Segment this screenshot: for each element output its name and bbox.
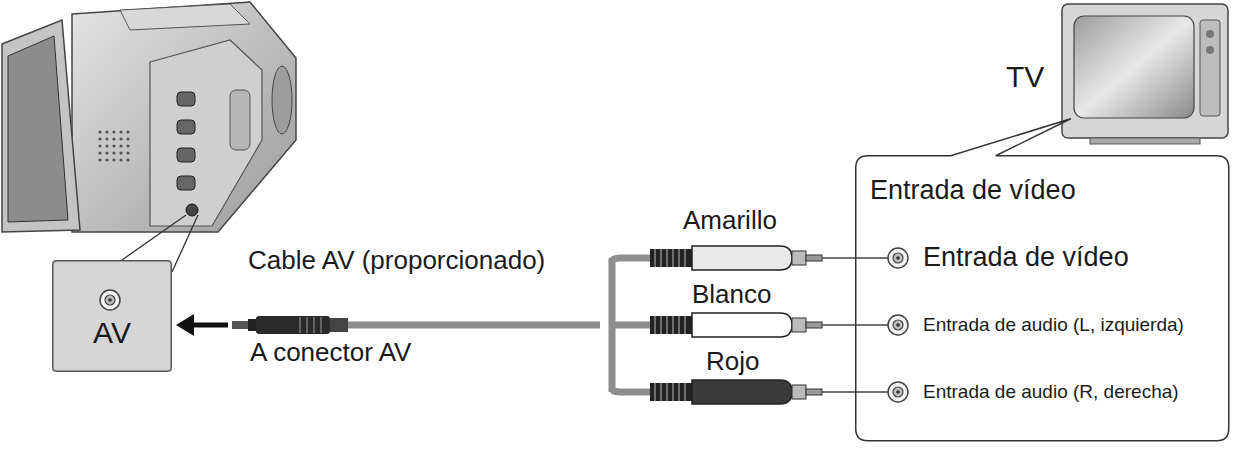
input-name: Entrada de audio (L, izquierda) <box>923 314 1184 336</box>
rca-plug <box>650 380 888 404</box>
jack-symbol <box>100 290 120 310</box>
input-name: Entrada de audio (R, derecha) <box>923 381 1179 403</box>
input-panel: Entrada de vídeoEntrada de vídeoEntrada … <box>855 155 1228 440</box>
color-label: Blanco <box>692 280 772 310</box>
rca-plug <box>650 313 888 337</box>
panel-heading: Entrada de vídeo <box>870 175 1076 206</box>
mini-plug <box>232 316 348 334</box>
camcorder <box>2 2 296 232</box>
color-label: Amarillo <box>683 206 777 236</box>
color-label: Rojo <box>706 347 759 377</box>
connector-callout: AV <box>52 260 172 372</box>
rca-plug <box>650 246 888 270</box>
jack-symbol <box>888 382 908 402</box>
cable-label: Cable AV (proporcionado) <box>248 246 545 276</box>
device-label: TV <box>1006 60 1044 95</box>
television <box>1062 4 1228 144</box>
jack-name: AV <box>93 316 131 351</box>
input-name: Entrada de vídeo <box>923 242 1129 273</box>
jack-symbol <box>888 315 908 335</box>
plug-label: A conector AV <box>250 338 411 368</box>
jack-symbol <box>888 248 908 268</box>
